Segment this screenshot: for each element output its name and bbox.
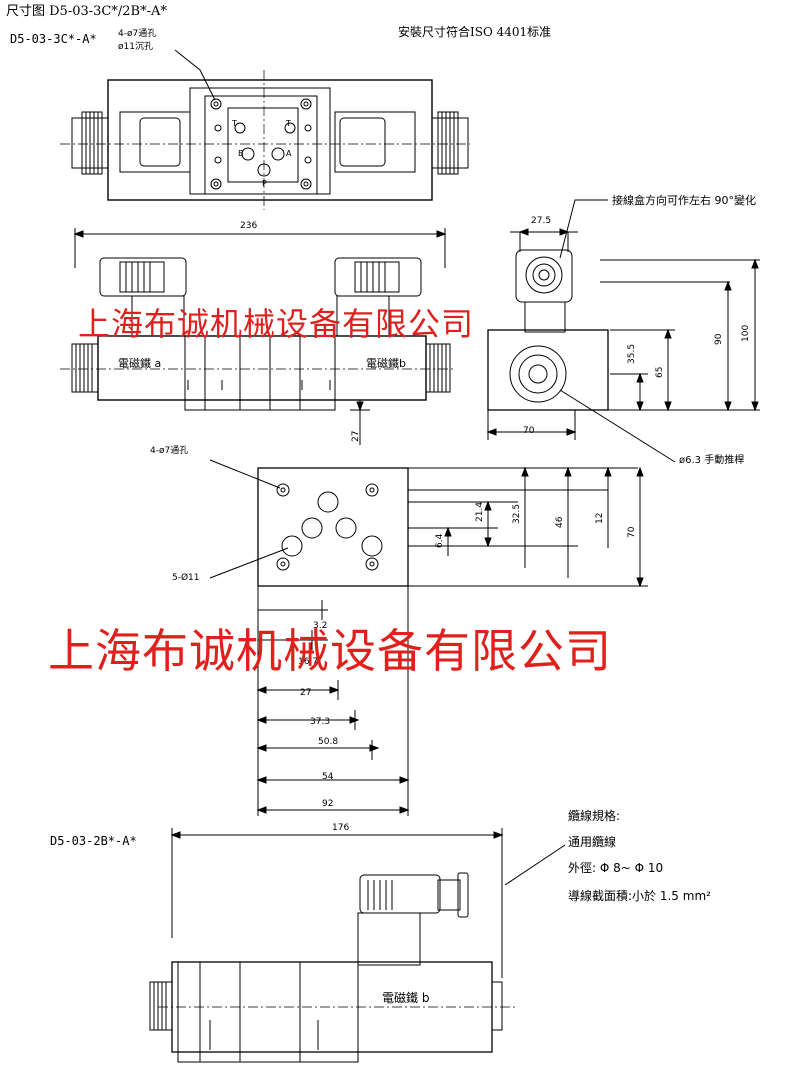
dim-27-5: 27.5: [531, 216, 552, 226]
port-t2: T: [286, 119, 291, 128]
cable-spec-title: 纜線規格:: [568, 809, 621, 823]
manual-rod-label: ø6.3 手動推桿: [679, 455, 745, 466]
top-hole-label-1: 4-ø7通孔: [118, 29, 157, 39]
top-hole-label-2: ø11沉孔: [118, 42, 153, 52]
dim-32-5: 32.5: [512, 503, 522, 524]
port-t1: T: [232, 119, 237, 128]
port-holes-label: 5-Ø11: [172, 573, 200, 583]
mounting-face: [209, 459, 648, 816]
dim-16-7: 16.7: [298, 657, 319, 667]
dim-236: 236: [240, 221, 258, 231]
dim-176: 176: [332, 823, 350, 833]
dim-6-4: 6.4: [435, 533, 445, 548]
dim-3-2: 3.2: [313, 621, 328, 631]
dim-100: 100: [741, 324, 751, 342]
solenoid-a-label: 電磁鐵 a: [118, 357, 162, 370]
solenoid-b-label: 電磁鐵b: [366, 357, 406, 370]
junction-box-note: 接線盒方向可作左右 90°變化: [612, 194, 756, 207]
dim-50-8: 50.8: [318, 737, 339, 747]
dim-70-mount: 70: [627, 526, 637, 538]
dim-46: 46: [555, 516, 565, 528]
dim-12: 12: [595, 512, 605, 524]
dim-54: 54: [322, 772, 334, 782]
port-a: A: [286, 149, 292, 158]
watermark-1: 上海布诚机械设备有限公司: [78, 305, 475, 343]
dim-90: 90: [714, 333, 724, 345]
dim-70-side: 70: [523, 426, 535, 436]
model-3c-label: D5-03-3C*-A*: [10, 32, 97, 46]
dim-21-4: 21.4: [475, 501, 485, 522]
watermark-2: 上海布诚机械设备有限公司: [48, 624, 612, 678]
cable-spec-line-1: 通用纜線: [568, 835, 617, 849]
through-holes-label: 4-ø7通孔: [150, 446, 189, 456]
front-view-body: [60, 228, 455, 445]
port-p: P: [262, 179, 267, 188]
dim-65: 65: [655, 366, 665, 378]
dim-35-5: 35.5: [627, 343, 637, 364]
cable-spec-line-3: 導線截面積:小於 1.5 mm²: [568, 889, 711, 903]
dim-27-mount: 27: [300, 688, 312, 698]
bottom-view-body: [149, 828, 566, 1063]
dim-92: 92: [322, 799, 334, 809]
dim-27-front: 27: [351, 430, 361, 442]
port-b: B: [238, 149, 244, 158]
dim-37-3: 37.3: [310, 717, 331, 727]
solenoid-b-bottom-label: 電磁鐵 b: [382, 991, 430, 1005]
drawing-title: 尺寸图 D5-03-3C*/2B*-A*: [6, 4, 167, 19]
top-view-body: [60, 49, 470, 210]
standard-note: 安裝尺寸符合ISO 4401标准: [398, 25, 552, 39]
model-2b-label: D5-03-2B*-A*: [50, 834, 137, 848]
side-view-body: [486, 199, 760, 463]
cable-spec-line-2: 外徑: Φ 8~ Φ 10: [568, 861, 664, 875]
